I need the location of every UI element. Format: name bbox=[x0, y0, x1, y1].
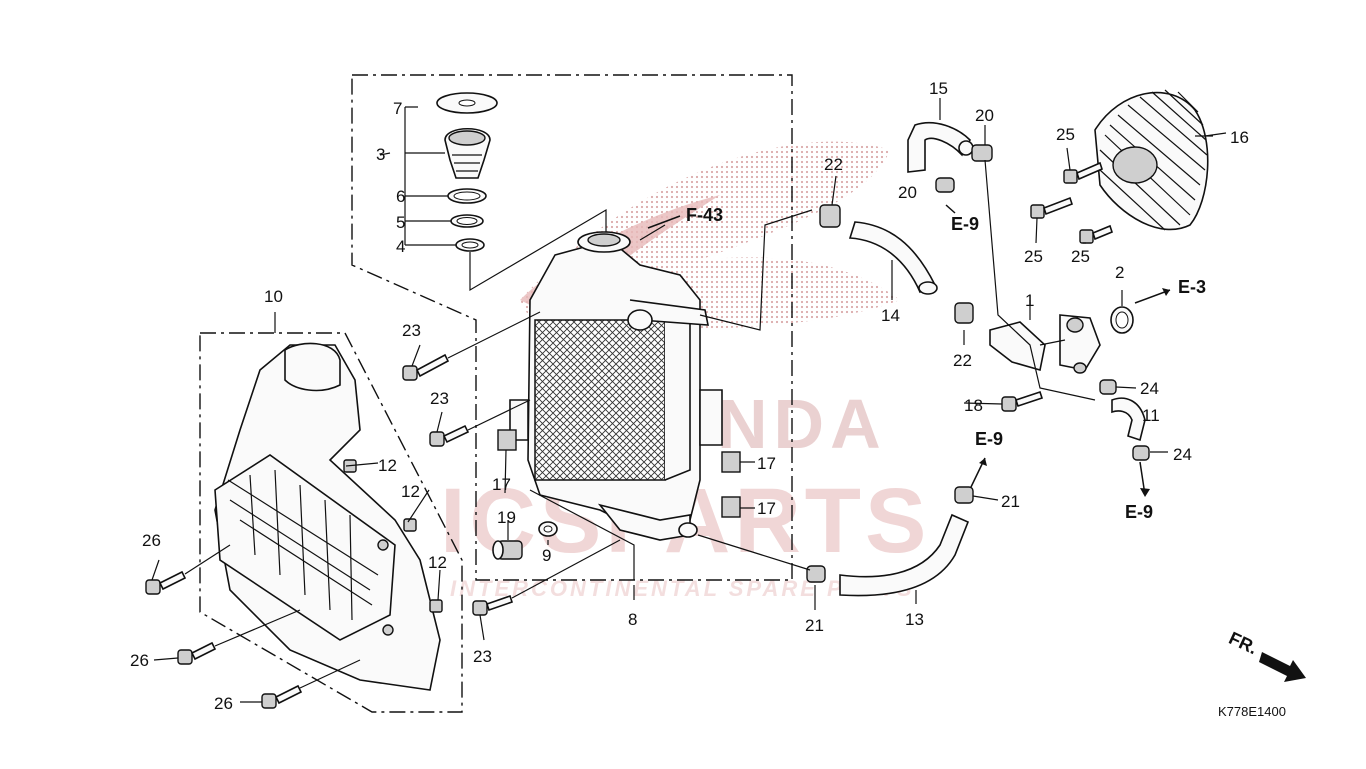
callout-12b: 12 bbox=[401, 482, 420, 501]
callout-26c: 26 bbox=[214, 694, 233, 713]
radiator-grille bbox=[214, 342, 441, 691]
clamp-22-b bbox=[954, 302, 974, 324]
hose-11 bbox=[1111, 397, 1146, 442]
ref-f43: F-43 bbox=[686, 205, 723, 225]
leaders bbox=[507, 98, 1213, 610]
callout-9: 9 bbox=[542, 546, 551, 565]
callout-23a: 23 bbox=[402, 321, 421, 340]
callout-26a: 26 bbox=[142, 531, 161, 550]
callout-12a: 12 bbox=[378, 456, 397, 475]
drain-bolt-19 bbox=[492, 540, 523, 560]
callout-8: 8 bbox=[628, 610, 637, 629]
front-label: FR. bbox=[1226, 628, 1261, 658]
clamps bbox=[806, 144, 1150, 583]
callout-labels: 7 3 6 5 4 10 23 23 23 12 12 12 26 26 26 … bbox=[130, 79, 1249, 713]
callout-25a: 25 bbox=[1056, 125, 1075, 144]
callout-25b: 25 bbox=[1024, 247, 1043, 266]
callout-23c: 23 bbox=[473, 647, 492, 666]
bolt-23-a bbox=[402, 353, 450, 381]
callout-23b: 23 bbox=[430, 389, 449, 408]
group-outlines bbox=[199, 74, 793, 713]
clamp-20-a bbox=[971, 144, 993, 162]
callout-15: 15 bbox=[929, 79, 948, 98]
ref-e9-b: E-9 bbox=[975, 429, 1003, 449]
callout-22a: 22 bbox=[824, 155, 843, 174]
clamp-21-b bbox=[806, 565, 826, 583]
callout-6: 6 bbox=[396, 187, 405, 206]
callout-14: 14 bbox=[881, 306, 900, 325]
clamp-21-a bbox=[954, 486, 974, 504]
callout-ticks bbox=[151, 132, 1227, 703]
callout-4: 4 bbox=[396, 237, 405, 256]
bolts-25 bbox=[1030, 161, 1113, 244]
hose-15 bbox=[907, 121, 974, 173]
hose-14 bbox=[848, 221, 938, 295]
callout-20a: 20 bbox=[975, 106, 994, 125]
bolt-23-b bbox=[429, 424, 470, 447]
joint-1 bbox=[989, 314, 1101, 374]
callout-16: 16 bbox=[1230, 128, 1249, 147]
callout-24b: 24 bbox=[1173, 445, 1192, 464]
callout-1: 1 bbox=[1025, 291, 1034, 310]
radiator bbox=[509, 231, 723, 600]
clamp-20-b bbox=[935, 177, 955, 193]
ref-e9-c: E-9 bbox=[1125, 502, 1153, 522]
hose-13 bbox=[839, 513, 970, 597]
callout-10: 10 bbox=[264, 287, 283, 306]
fan-16 bbox=[1094, 89, 1209, 231]
reference-labels: F-43 E-3 E-9 E-9 E-9 bbox=[686, 205, 1206, 522]
callout-17a: 17 bbox=[492, 475, 511, 494]
radiator-core bbox=[534, 319, 666, 481]
callout-21b: 21 bbox=[805, 616, 824, 635]
callout-19: 19 bbox=[497, 508, 516, 527]
grille-frame bbox=[214, 454, 396, 641]
callout-17b: 17 bbox=[757, 454, 776, 473]
clip-nuts-17 bbox=[497, 429, 741, 518]
bolts-12 bbox=[343, 459, 443, 613]
radiator-cap-assembly bbox=[404, 92, 607, 292]
callout-25c: 25 bbox=[1071, 247, 1090, 266]
ref-e3: E-3 bbox=[1178, 277, 1206, 297]
callout-12c: 12 bbox=[428, 553, 447, 572]
callout-7: 7 bbox=[393, 99, 402, 118]
callout-26b: 26 bbox=[130, 651, 149, 670]
callout-18: 18 bbox=[964, 396, 983, 415]
callout-24a: 24 bbox=[1140, 379, 1159, 398]
callout-2: 2 bbox=[1115, 263, 1124, 282]
ref-e9-a: E-9 bbox=[951, 214, 979, 234]
reference-arrows bbox=[647, 204, 1171, 497]
callout-22b: 22 bbox=[953, 351, 972, 370]
clamp-24-b bbox=[1132, 445, 1150, 461]
callout-5: 5 bbox=[396, 213, 405, 232]
clamp-22-a bbox=[819, 204, 841, 228]
callout-13: 13 bbox=[905, 610, 924, 629]
clamp-24-a bbox=[1099, 379, 1117, 395]
bolts-26 bbox=[145, 544, 361, 709]
callout-20b: 20 bbox=[898, 183, 917, 202]
callout-17c: 17 bbox=[757, 499, 776, 518]
bolt-18 bbox=[1001, 390, 1044, 412]
drawing-code: K778E1400 bbox=[1218, 704, 1286, 719]
callout-11: 11 bbox=[1142, 406, 1160, 425]
callout-21a: 21 bbox=[1001, 492, 1020, 511]
front-arrow: FR. bbox=[1226, 628, 1306, 682]
